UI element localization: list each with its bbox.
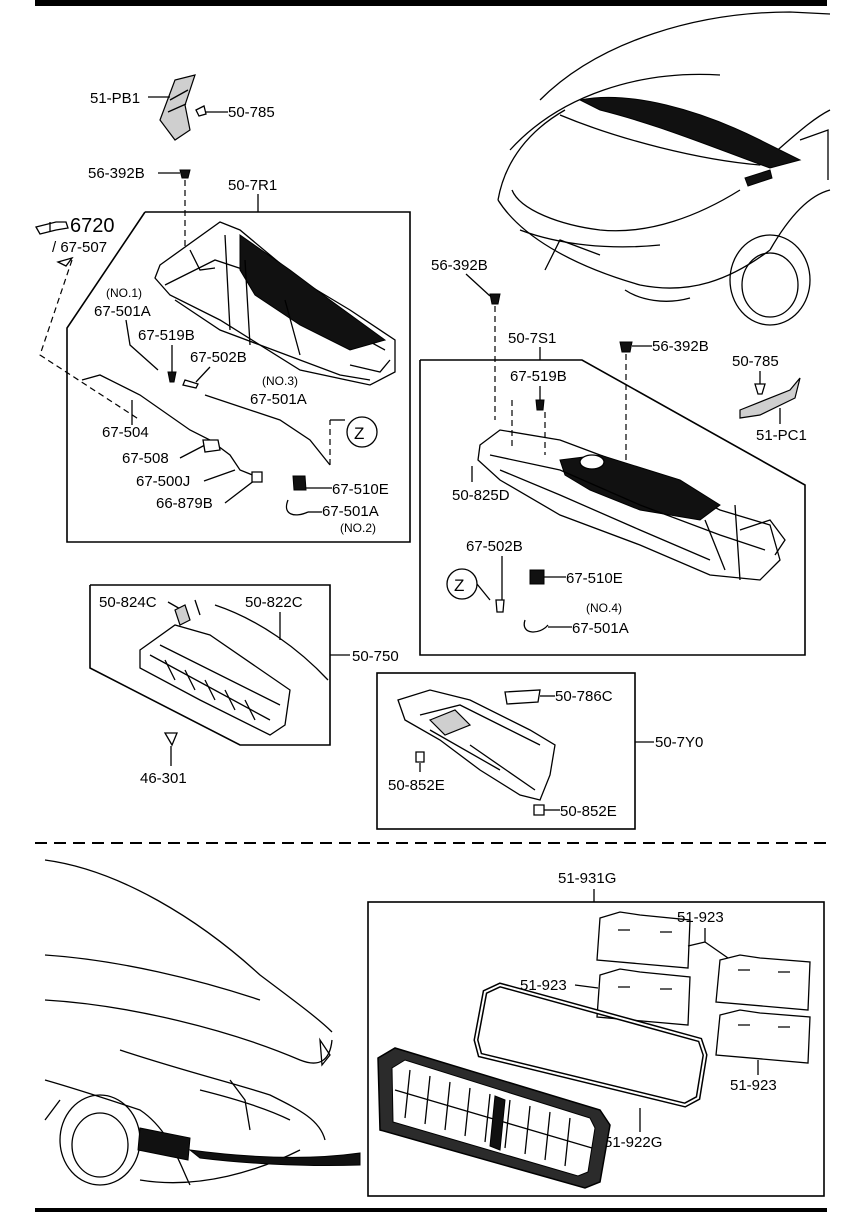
part-51-pc1 xyxy=(739,377,801,419)
pointing-hand-icon xyxy=(35,221,69,235)
label-50-852e-a: 50-852E xyxy=(388,777,445,794)
label-67-501a-no4: 67-501A xyxy=(572,620,629,637)
part-51-931g-grille xyxy=(377,1047,611,1189)
label-67-501a-no3: 67-501A xyxy=(250,391,307,408)
label-51-923-top: 51-923 xyxy=(677,909,724,926)
label-67-508: 67-508 xyxy=(122,450,169,467)
car-front-view-illustration xyxy=(497,11,831,326)
label-56-392b-a: 56-392B xyxy=(88,165,145,182)
box-50-750 xyxy=(89,584,331,746)
label-51-pc1: 51-PC1 xyxy=(756,427,807,444)
part-51-923-filters xyxy=(596,911,811,1064)
label-50-785-right: 50-785 xyxy=(732,353,779,370)
label-no1: (NO.1) xyxy=(106,286,142,300)
ref-67-507: / 67-507 xyxy=(52,239,107,256)
part-50-750 xyxy=(139,599,329,736)
box-50-7y0 xyxy=(376,672,636,830)
label-z-1: Z xyxy=(354,424,364,443)
label-66-879b: 66-879B xyxy=(156,495,213,512)
box-50-7r1 xyxy=(66,211,411,543)
label-no4: (NO.4) xyxy=(586,601,622,615)
label-50-7s1: 50-7S1 xyxy=(508,330,556,347)
label-50-750: 50-750 xyxy=(352,648,399,665)
label-50-852e-b: 50-852E xyxy=(560,803,617,820)
label-50-7y0: 50-7Y0 xyxy=(655,734,703,751)
label-51-922g: 51-922G xyxy=(604,1134,662,1151)
label-56-392b-c: 56-392B xyxy=(652,338,709,355)
label-50-785-top: 50-785 xyxy=(228,104,275,121)
label-67-504: 67-504 xyxy=(102,424,149,441)
label-46-301: 46-301 xyxy=(140,770,187,787)
label-z-2: Z xyxy=(454,576,464,595)
box-51-931g xyxy=(367,901,825,1197)
car-rear-view-illustration xyxy=(44,859,361,1186)
label-67-502b-a: 67-502B xyxy=(190,349,247,366)
label-67-502b-b: 67-502B xyxy=(466,538,523,555)
label-50-825d: 50-825D xyxy=(452,487,510,504)
label-56-392b-b: 56-392B xyxy=(431,257,488,274)
label-67-510e-a: 67-510E xyxy=(332,481,389,498)
label-67-500j: 67-500J xyxy=(136,473,190,490)
label-51-931g: 51-931G xyxy=(558,870,616,887)
label-50-824c: 50-824C xyxy=(99,594,157,611)
label-51-923-left: 51-923 xyxy=(520,977,567,994)
label-50-822c: 50-822C xyxy=(245,594,303,611)
label-67-510e-b: 67-510E xyxy=(566,570,623,587)
ref-6720: 6720 xyxy=(70,215,115,237)
label-67-519b-b: 67-519B xyxy=(510,368,567,385)
label-no2: (NO.2) xyxy=(340,521,376,535)
label-no3: (NO.3) xyxy=(262,374,298,388)
label-51-pb1: 51-PB1 xyxy=(90,90,140,107)
label-51-923-bottom: 51-923 xyxy=(730,1077,777,1094)
box-50-7s1 xyxy=(419,359,806,656)
part-50-7r1-cowl xyxy=(154,221,396,386)
part-51-922g-seal xyxy=(473,982,708,1108)
part-50-7y0 xyxy=(397,689,556,801)
part-51-pb1 xyxy=(159,74,196,141)
label-50-7r1: 50-7R1 xyxy=(228,177,277,194)
label-67-501a-no1: 67-501A xyxy=(94,303,151,320)
label-50-786c: 50-786C xyxy=(555,688,613,705)
label-67-519b-a: 67-519B xyxy=(138,327,195,344)
label-67-501a-no2: 67-501A xyxy=(322,503,379,520)
part-50-7s1-cowl xyxy=(477,429,786,581)
